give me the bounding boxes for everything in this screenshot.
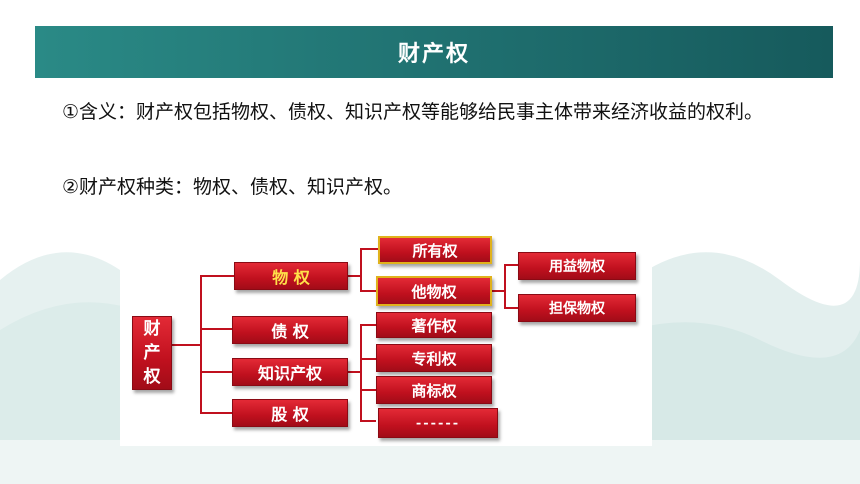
connector — [348, 275, 360, 277]
node-security: 担保物权 — [518, 294, 636, 322]
root-node: 财 产 权 — [132, 316, 172, 390]
connector — [360, 248, 362, 291]
root-char: 产 — [143, 343, 161, 363]
node-etc: ------ — [378, 408, 498, 438]
node-other-property: 他物权 — [376, 276, 492, 306]
node-ownership: 所有权 — [378, 236, 492, 264]
connector — [492, 290, 504, 292]
connector — [200, 412, 234, 414]
connector — [200, 328, 234, 330]
types-paragraph: ②财产权种类：物权、债权、知识产权。 — [62, 176, 403, 198]
connector — [360, 420, 376, 422]
connector — [200, 275, 202, 413]
connector — [360, 389, 376, 391]
connector — [360, 290, 378, 292]
node-ip: 知识产权 — [232, 358, 348, 386]
node-trademark: 商标权 — [376, 376, 492, 404]
node-usufruct: 用益物权 — [518, 252, 636, 280]
connector — [504, 264, 506, 308]
page-title: 财产权 — [397, 42, 470, 67]
connector — [200, 371, 234, 373]
node-copyright: 著作权 — [376, 312, 492, 338]
connector — [360, 248, 378, 250]
connector — [360, 324, 376, 326]
connector — [172, 344, 200, 346]
connector — [360, 358, 376, 360]
connector — [200, 275, 234, 277]
definition-paragraph: ①含义：财产权包括物权、债权、知识产权等能够给民事主体带来经济收益的权利。 — [62, 101, 764, 123]
node-property: 物 权 — [234, 262, 348, 290]
node-equity: 股 权 — [232, 399, 348, 427]
connector — [348, 371, 360, 373]
node-patent: 专利权 — [376, 344, 492, 372]
node-creditor: 债 权 — [232, 316, 348, 344]
connector — [360, 324, 362, 421]
root-char: 权 — [143, 367, 161, 387]
property-rights-diagram: 财 产 权 物 权 债 权 知识产权 股 权 所有权 他物权 用益物权 担保物权… — [120, 224, 652, 446]
title-bar: 财产权 — [35, 26, 833, 78]
connector — [504, 264, 518, 266]
connector — [504, 307, 518, 309]
root-char: 财 — [143, 319, 161, 339]
